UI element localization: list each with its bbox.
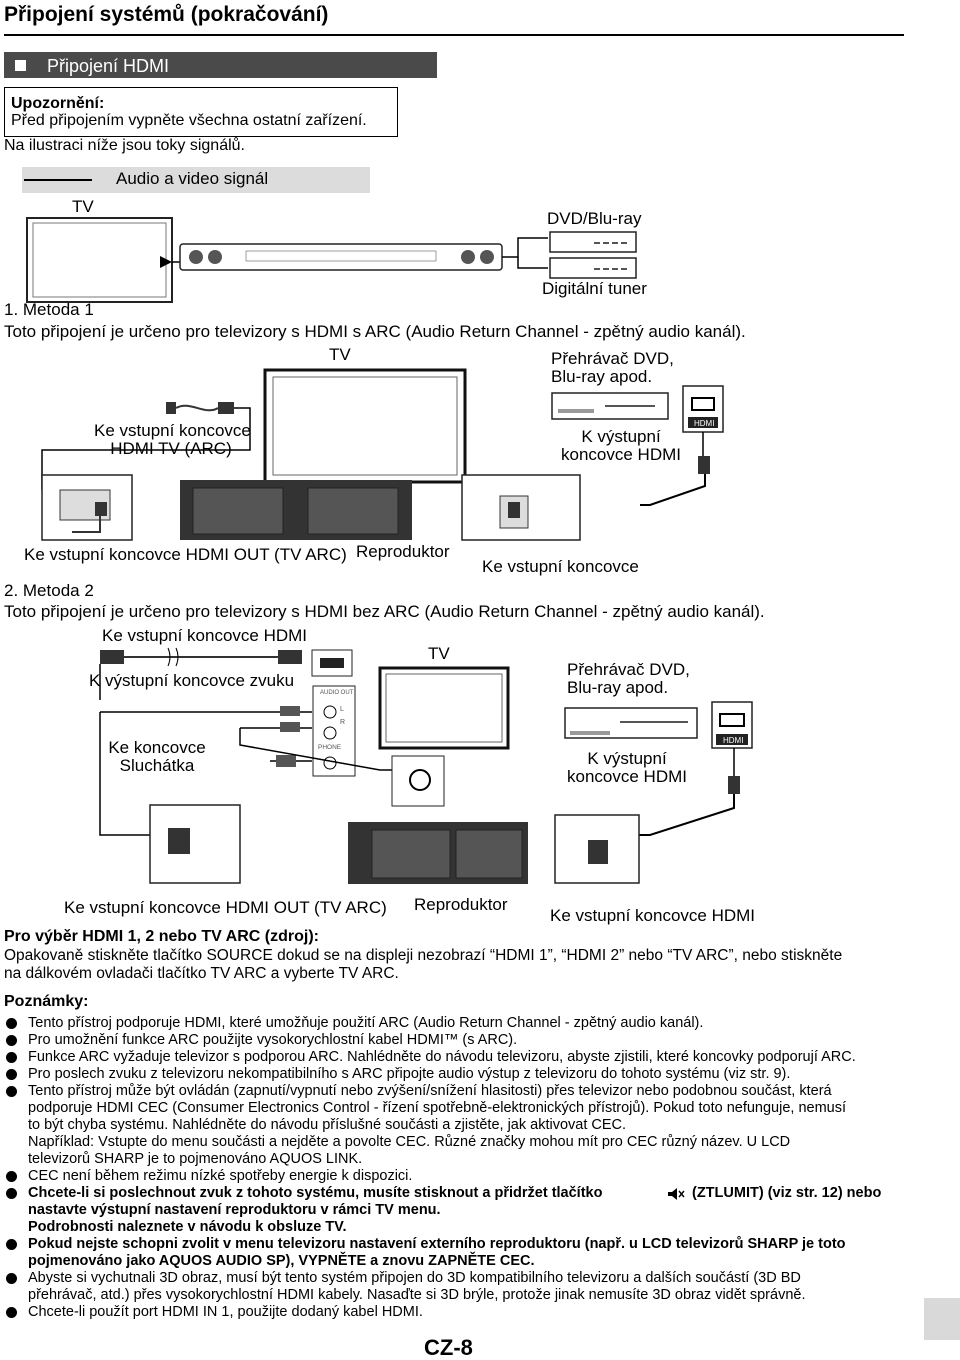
- bullet-icon: [6, 1273, 17, 1284]
- note-7-line3: Podrobnosti naleznete v návodu k obsluze…: [28, 1219, 347, 1235]
- side-tab: [924, 1298, 960, 1340]
- note-4: Pro poslech zvuku z televizoru nekompati…: [28, 1066, 791, 1082]
- m2-player-line1: Přehrávač DVD,: [567, 660, 690, 679]
- bullet-icon: [6, 1188, 17, 1199]
- overview-tuner-icon: [549, 257, 637, 279]
- m1-in-tv-line2: HDMI TV (ARC): [110, 439, 232, 458]
- source-line1: Opakovaně stiskněte tlačítko SOURCE doku…: [4, 947, 843, 964]
- m2-audio-out-label: AUDIO OUT: [320, 690, 354, 696]
- m2-hdmi-cable-top: [99, 647, 302, 700]
- m1-out-hdmi-line1: K výstupní: [581, 427, 661, 446]
- note-8-line1: Pokud nejste schopni zvolit v menu telev…: [28, 1236, 846, 1252]
- bullet-icon: [6, 1018, 17, 1029]
- note-7-line1b: (ZTLUMIT) (viz str. 12) nebo: [692, 1185, 882, 1201]
- note-7-line2: nastavte výstupní nastavení reproduktoru…: [28, 1202, 441, 1218]
- m2-heading: 2. Metoda 2: [4, 581, 94, 600]
- note-6: CEC není během režimu nízké spotřeby ene…: [28, 1168, 413, 1184]
- m2-desc: Toto připojení je určeno pro televizory …: [4, 602, 765, 621]
- m1-heading: 1. Metoda 1: [4, 300, 94, 319]
- m1-speaker-label: Reproduktor: [356, 542, 450, 561]
- m1-soundbar-icon: [41, 474, 581, 541]
- note-3: Funkce ARC vyžaduje televizor s podporou…: [28, 1049, 856, 1065]
- m1-hdmi-cable-top: [41, 402, 251, 490]
- m1-hdmi-badge: HDMI: [694, 419, 714, 428]
- bullet-icon: [6, 1171, 17, 1182]
- m1-hdmi-out-label: Ke vstupní koncovce HDMI OUT (TV ARC): [24, 545, 347, 564]
- bullet-icon: [6, 1307, 17, 1318]
- note-2: Pro umožnění funkce ARC použijte vysokor…: [28, 1032, 518, 1048]
- m1-out-hdmi-line2: koncovce HDMI: [561, 445, 681, 464]
- note-5-line5: televizorů SHARP je to pojmenováno AQUOS…: [28, 1151, 363, 1167]
- m2-hdmi-out-label: Ke vstupní koncovce HDMI OUT (TV ARC): [64, 898, 387, 917]
- square-bullet-icon: [15, 60, 26, 71]
- m2-dvd-player-icon: [564, 707, 698, 739]
- m2-phones-line2: Sluchátka: [119, 756, 195, 775]
- bullet-icon: [6, 1069, 17, 1080]
- note-7-line1a: Chcete-li si poslechnout zvuk z tohoto s…: [28, 1185, 603, 1201]
- title-rule: [4, 34, 904, 36]
- note-5-line1: Tento přístroj může být ovládán (zapnutí…: [28, 1083, 832, 1099]
- top-dvd-label: DVD/Blu-ray: [547, 209, 642, 228]
- overview-dvd-icon: [549, 231, 637, 253]
- bullet-icon: [6, 1035, 17, 1046]
- m2-phones-line1: Ke koncovce: [108, 738, 206, 757]
- overview-soundbar-icon: [179, 243, 503, 271]
- m1-dvd-player-icon: [551, 392, 669, 420]
- m1-hdmi-port-icon: [682, 385, 724, 433]
- warning-box: [4, 87, 398, 137]
- m2-soundbar-icon: [149, 755, 640, 884]
- m2-tv-label: TV: [428, 644, 450, 663]
- m2-tv-back-panel: [311, 649, 356, 777]
- source-line2: na dálkovém ovladači tlačítko TV ARC a v…: [4, 965, 399, 982]
- bullet-icon: [6, 1086, 17, 1097]
- page-title: Připojení systémů (pokračování): [4, 3, 329, 26]
- legend-label: Audio a video signál: [116, 169, 269, 188]
- note-1: Tento přístroj podporuje HDMI, které umo…: [28, 1015, 704, 1031]
- note-9-line1: Abyste si vychutnali 3D obraz, musí být …: [28, 1270, 801, 1286]
- m2-hdmi-port-icon: [711, 701, 753, 749]
- overview-tv-icon: [26, 217, 173, 303]
- m2-ch-r: R: [340, 719, 345, 726]
- m1-player-line1: Přehrávač DVD,: [551, 349, 674, 368]
- m2-tv-icon: [378, 666, 510, 750]
- signal-line-icon: [24, 179, 92, 181]
- top-tv-label: TV: [72, 197, 94, 216]
- m1-player-line2: Blu-ray apod.: [551, 367, 653, 386]
- warning-text: Před připojením vypněte všechna ostatní …: [11, 112, 367, 129]
- warning-title: Upozornění:: [11, 95, 105, 112]
- m1-tv-icon: [263, 368, 467, 492]
- m1-input-label: Ke vstupní koncovce: [482, 557, 639, 576]
- m2-ch-l: L: [340, 706, 344, 713]
- m2-out-audio-label: K výstupní koncovce zvuku: [89, 671, 295, 690]
- m2-in-hdmi-label: Ke vstupní koncovce HDMI: [102, 626, 308, 645]
- m2-speaker-label: Reproduktor: [414, 895, 508, 914]
- bullet-icon: [6, 1052, 17, 1063]
- note-5-line4: Například: Vstupte do menu součásti a ne…: [28, 1134, 791, 1150]
- flow-note: Na ilustraci níže jsou toky signálů.: [4, 137, 245, 154]
- m2-input-label: Ke vstupní koncovce HDMI: [550, 906, 756, 925]
- page-number: CZ-8: [424, 1335, 473, 1360]
- note-5-line2: podporuje HDMI CEC (Consumer Electronics…: [28, 1100, 847, 1116]
- section-header: Připojení HDMI: [4, 52, 437, 78]
- bullet-icon: [6, 1239, 17, 1250]
- m1-tv-label: TV: [329, 345, 351, 364]
- note-5-line3: to být chyba systému. Nahlédněte do návo…: [28, 1117, 627, 1133]
- m2-player-line2: Blu-ray apod.: [567, 678, 669, 697]
- m2-hdmi-badge: HDMI: [723, 736, 743, 745]
- section-title: Připojení HDMI: [47, 56, 170, 76]
- source-heading: Pro výběr HDMI 1, 2 nebo TV ARC (zdroj):: [4, 928, 319, 945]
- m1-desc: Toto připojení je určeno pro televizory …: [4, 322, 746, 341]
- m1-in-tv-line1: Ke vstupní koncovce: [94, 421, 251, 440]
- m2-out-hdmi-line1: K výstupní: [587, 749, 667, 768]
- note-9-line2: přehrávač, atd.) přes vysokorychlostní H…: [28, 1287, 806, 1303]
- note-8-line2: pojmenováno jako AQUOS AUDIO SP), VYPNĚT…: [28, 1253, 535, 1269]
- note-10: Chcete-li použít port HDMI IN 1, použijt…: [28, 1304, 423, 1320]
- m2-out-hdmi-line2: koncovce HDMI: [567, 767, 687, 786]
- m2-phones-label: PHONE: [318, 744, 342, 751]
- notes-heading: Poznámky:: [4, 993, 89, 1010]
- top-tuner-label: Digitální tuner: [542, 279, 647, 298]
